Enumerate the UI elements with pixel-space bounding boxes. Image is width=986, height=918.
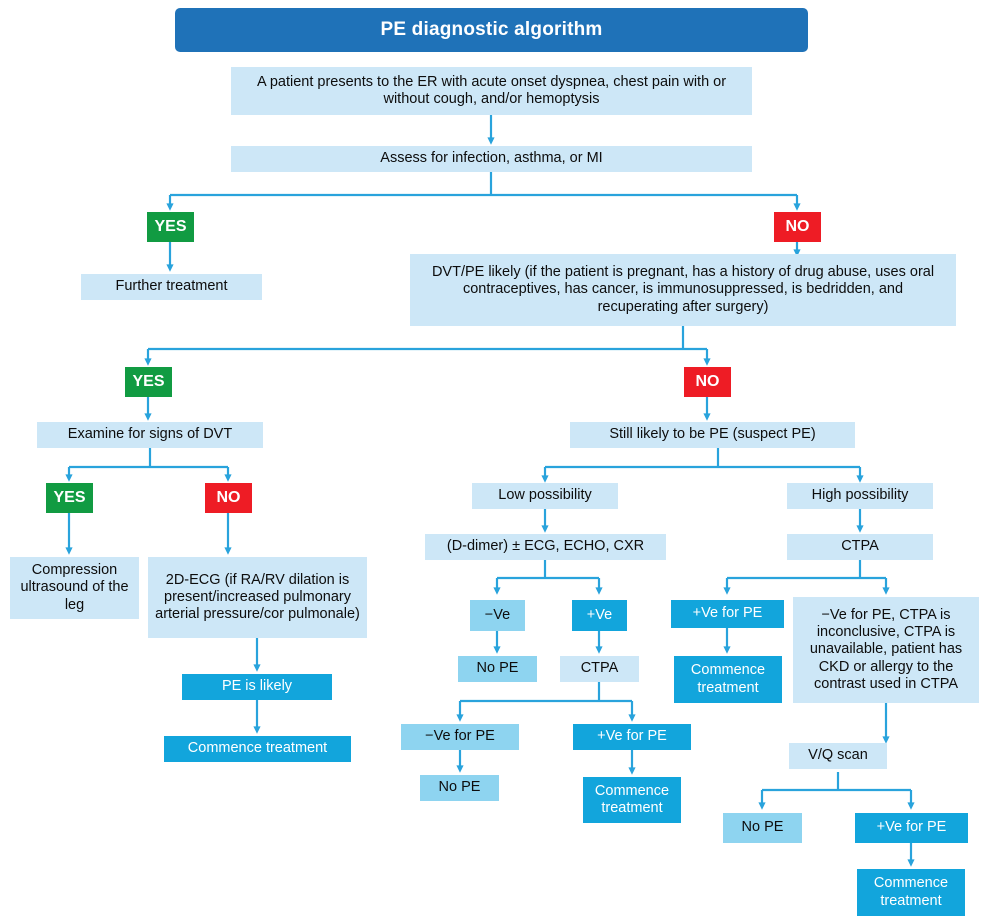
node-low-possibility: Low possibility <box>472 483 618 509</box>
node-patient-presentation: A patient presents to the ER with acute … <box>231 67 752 115</box>
node-negative-ve: −Ve <box>470 600 525 631</box>
node-ctpa-mid: CTPA <box>560 656 639 682</box>
node-positive-ve: +Ve <box>572 600 627 631</box>
badge-no-2: NO <box>684 367 731 397</box>
node-dvt-pe-likely: DVT/PE likely (if the patient is pregnan… <box>410 254 956 326</box>
badge-no-1: NO <box>774 212 821 242</box>
node-high-possibility: High possibility <box>787 483 933 509</box>
node-negative-ve-for-pe-1: −Ve for PE <box>401 724 519 750</box>
node-commence-treatment-mid: Commence treatment <box>583 777 681 823</box>
chart-title: PE diagnostic algorithm <box>175 8 808 52</box>
node-no-pe-1: No PE <box>458 656 537 682</box>
node-assess-infection: Assess for infection, asthma, or MI <box>231 146 752 172</box>
badge-yes-3: YES <box>46 483 93 513</box>
node-still-likely-pe: Still likely to be PE (suspect PE) <box>570 422 855 448</box>
node-no-pe-3: No PE <box>723 813 802 843</box>
node-positive-ve-for-pe-ctpa: +Ve for PE <box>671 600 784 628</box>
node-positive-ve-for-pe-vq: +Ve for PE <box>855 813 968 843</box>
node-negative-ve-ctpa-block: −Ve for PE, CTPA is inconclusive, CTPA i… <box>793 597 979 703</box>
node-pe-is-likely: PE is likely <box>182 674 332 700</box>
node-ctpa-high: CTPA <box>787 534 933 560</box>
node-examine-dvt: Examine for signs of DVT <box>37 422 263 448</box>
node-further-treatment: Further treatment <box>81 274 262 300</box>
node-commence-treatment-left: Commence treatment <box>164 736 351 762</box>
node-vq-scan: V/Q scan <box>789 743 887 769</box>
node-positive-ve-for-pe-1: +Ve for PE <box>573 724 691 750</box>
node-d-dimer-panel: (D-dimer) ± ECG, ECHO, CXR <box>425 534 666 560</box>
node-commence-treatment-vq: Commence treatment <box>857 869 965 916</box>
badge-yes-2: YES <box>125 367 172 397</box>
node-2d-ecg: 2D-ECG (if RA/RV dilation is present/inc… <box>148 557 367 638</box>
node-compression-ultrasound: Compression ultrasound of the leg <box>10 557 139 619</box>
node-commence-treatment-ctpa: Commence treatment <box>674 656 782 703</box>
badge-yes-1: YES <box>147 212 194 242</box>
badge-no-3: NO <box>205 483 252 513</box>
node-no-pe-2: No PE <box>420 775 499 801</box>
